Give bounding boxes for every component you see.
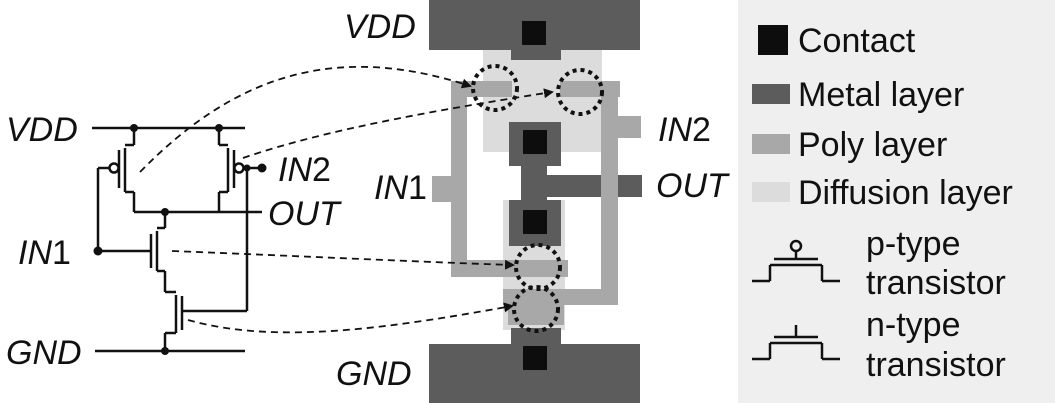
junction-dot <box>161 347 169 355</box>
layout-gnd-label: GND <box>336 355 412 393</box>
schematic-gnd-label: GND <box>6 334 82 372</box>
legend-diffusion-swatch <box>752 182 790 202</box>
mapping-arrow <box>171 250 515 270</box>
junction-dot <box>243 164 251 172</box>
legend-contact-swatch <box>758 25 788 55</box>
poly-in2 <box>503 81 641 325</box>
legend-metal-swatch <box>752 84 790 104</box>
contact <box>522 21 546 45</box>
metal-vdd-stub <box>511 44 561 60</box>
metal-out <box>541 175 642 197</box>
contact <box>523 130 547 154</box>
mapping-arrow <box>242 88 554 159</box>
junction-dot <box>93 246 103 256</box>
ntype-transistor-icon <box>752 325 840 361</box>
transistor-highlight <box>512 285 560 333</box>
layout <box>429 0 642 403</box>
legend-ptype-line2: transistor <box>866 264 1006 302</box>
pmos-transistor-in2 <box>217 128 262 212</box>
junction-dot <box>215 124 223 132</box>
schematic-in1-label: IN1 <box>18 234 71 272</box>
layout-out-label: OUT <box>656 167 730 205</box>
schematic-out-label: OUT <box>268 195 342 233</box>
legend-ntype-line2: transistor <box>866 346 1006 384</box>
layout-vdd-label: VDD <box>344 8 416 46</box>
transistor-highlight <box>556 68 604 116</box>
schematic-in2-label: IN2 <box>278 151 331 189</box>
legend-poly-label: Poly layer <box>798 126 947 164</box>
legend-ptype-line1: p-type <box>866 225 961 263</box>
legend-diffusion-label: Diffusion layer <box>798 174 1013 212</box>
mapping-arrow <box>187 302 514 334</box>
junction-dot <box>130 124 138 132</box>
junction-dot <box>257 163 267 173</box>
nmos-transistor-in1 <box>98 226 167 292</box>
legend: Contact Metal layer Poly layer Diffusion… <box>738 0 1055 403</box>
legend-ntype-line1: n-type <box>866 306 961 344</box>
junction-dot <box>161 208 169 216</box>
pmos-transistor-in1 <box>96 128 136 251</box>
ptype-transistor-icon <box>752 239 840 283</box>
contact <box>523 210 547 234</box>
metal-gnd-stub <box>511 328 561 346</box>
contact <box>523 346 547 370</box>
schematic-vdd-label: VDD <box>6 111 78 149</box>
layout-in1-label: IN1 <box>374 169 427 207</box>
transistor-highlight <box>471 64 519 112</box>
layout-in2-label: IN2 <box>658 111 711 149</box>
legend-contact-label: Contact <box>798 22 916 60</box>
legend-metal-label: Metal layer <box>798 76 964 114</box>
schematic <box>92 124 267 355</box>
mapping-arrow <box>139 66 472 173</box>
legend-poly-swatch <box>752 134 790 154</box>
